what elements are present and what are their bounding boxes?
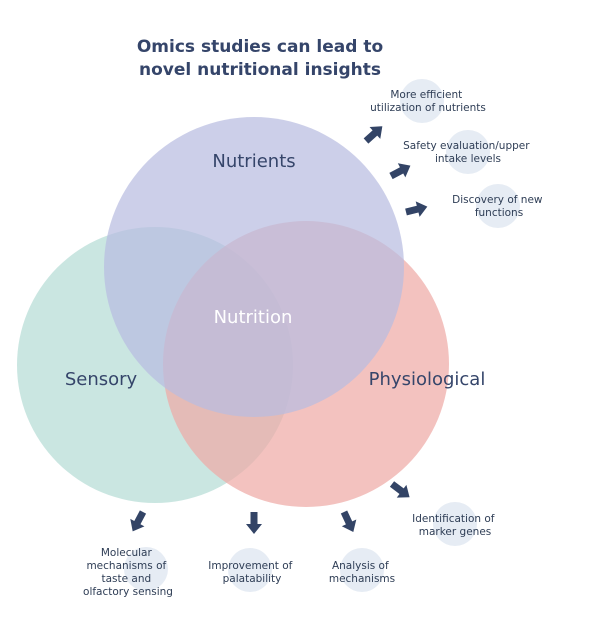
nutrition-label: Nutrition: [214, 307, 293, 328]
outcome-text-line: marker genes: [419, 526, 492, 538]
arrow-to-safety: [389, 163, 411, 180]
outcome-bubble: [228, 548, 272, 592]
outcome-bubble: [400, 79, 444, 123]
outcome-utilization: More efficient utilization of nutrients: [370, 89, 486, 114]
outcome-text-line: Safety evaluation/upper: [403, 140, 530, 152]
outcome-molecular: Molecular mechanisms of taste and olfact…: [83, 547, 173, 598]
nutrients-circle: [104, 117, 404, 417]
outcome-bubble: [340, 548, 384, 592]
outcome-palatability: Improvement of palatability: [208, 560, 295, 585]
outcome-discovery: Discovery of new functions: [452, 194, 546, 219]
arrow-to-discovery: [405, 201, 428, 217]
outcome-bubble: [446, 130, 490, 174]
outcome-text-line: olfactory sensing: [83, 586, 173, 598]
diagram-title: Omics studies can lead to novel nutritio…: [0, 36, 520, 82]
title-line-2: novel nutritional insights: [138, 60, 382, 80]
outcome-bubble: [476, 184, 520, 228]
outcome-text-line: More efficient: [390, 89, 462, 101]
arrow-to-utilization: [363, 126, 383, 144]
outcome-marker-genes: Identification of marker genes: [412, 513, 498, 538]
outcome-text-line: Discovery of new: [452, 194, 543, 206]
outcome-text-line: Analysis of: [332, 560, 389, 572]
outcome-text-line: taste and: [101, 573, 151, 585]
outcome-bubble: [124, 547, 168, 591]
arrow-to-analysis: [340, 510, 357, 532]
outcome-analysis: Analysis of mechanisms: [329, 560, 395, 585]
outcome-text-line: intake levels: [435, 153, 501, 165]
outcome-text-line: functions: [475, 207, 523, 219]
title-line-1: Omics studies can lead to: [136, 37, 384, 57]
arrow-to-palatability: [246, 512, 262, 534]
outcome-bubble: [433, 502, 477, 546]
physiological-label: Physiological: [369, 369, 486, 390]
nutrients-label: Nutrients: [212, 151, 295, 172]
outcome-text-line: Improvement of: [208, 560, 292, 572]
outcome-text-line: utilization of nutrients: [370, 102, 486, 114]
outcome-safety: Safety evaluation/upper intake levels: [403, 140, 533, 165]
arrow-to-marker-genes: [389, 481, 410, 498]
outcome-text-line: palatability: [223, 573, 282, 585]
outcome-text-line: Molecular: [101, 547, 153, 559]
outcome-text-line: mechanisms: [329, 573, 395, 585]
sensory-label: Sensory: [65, 369, 138, 390]
arrows: [130, 126, 428, 534]
outcome-text-line: Identification of: [412, 513, 495, 525]
outcome-text-line: mechanisms of: [86, 560, 166, 572]
arrow-to-molecular: [130, 510, 147, 532]
